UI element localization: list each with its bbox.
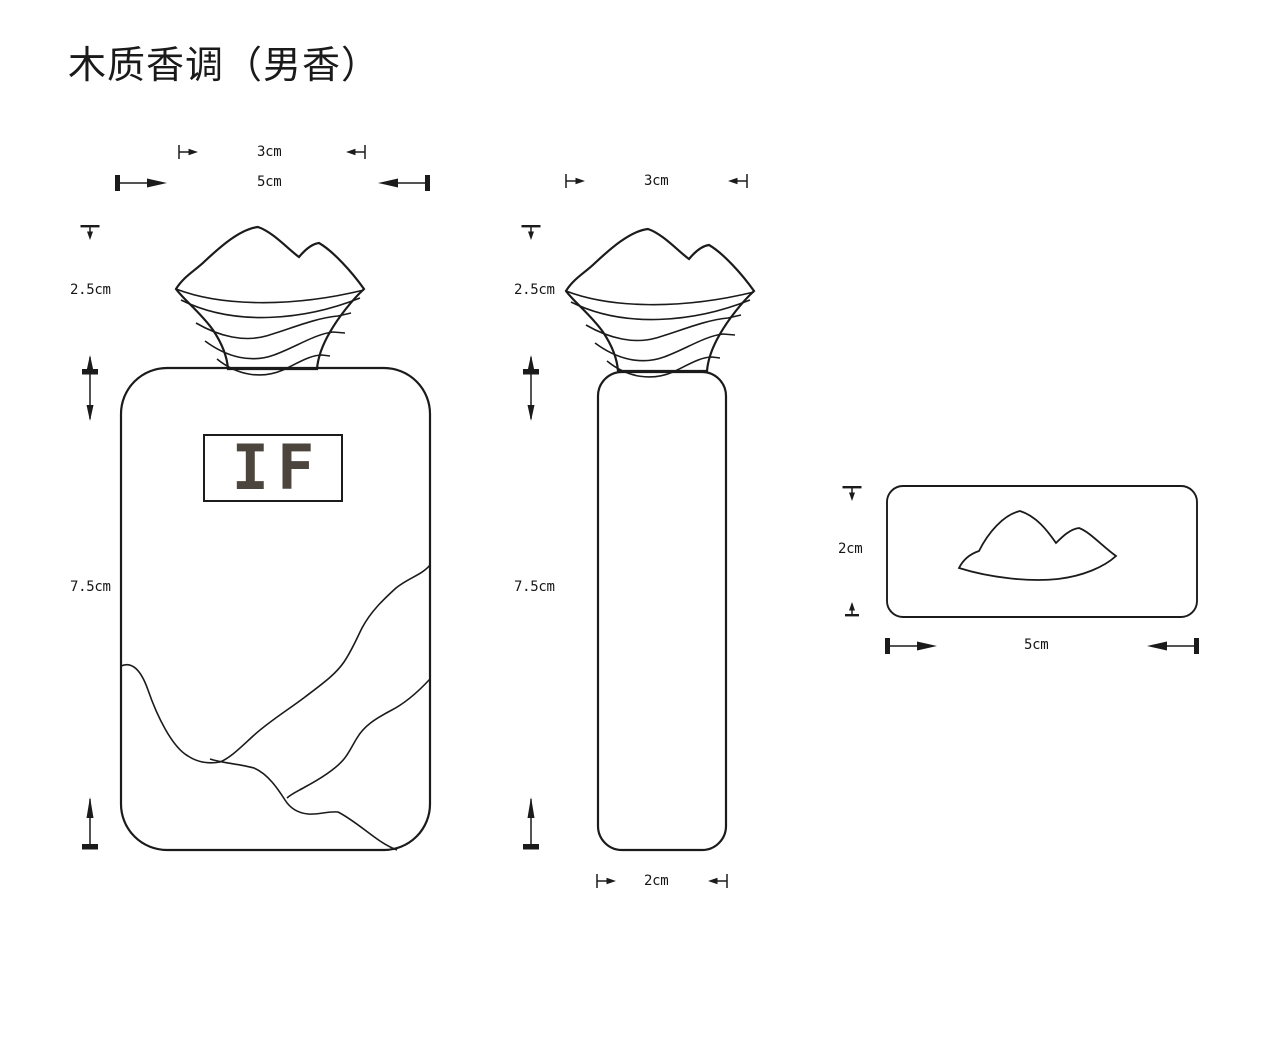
brand-label-text: IF (231, 431, 323, 504)
front-dim-height-markers (79, 224, 101, 851)
side-dim-cap-height-label: 2.5cm (514, 282, 555, 298)
side-dim-body-height-label: 7.5cm (514, 579, 555, 595)
front-bottle-mountain-pattern (120, 564, 431, 851)
top-dim-depth-label: 2cm (838, 541, 863, 557)
front-dim-body-height-label: 7.5cm (70, 579, 111, 595)
top-dim-width-label: 5cm (1024, 637, 1049, 653)
brand-label-plate: IF (203, 434, 343, 502)
front-dim-cap-height-label: 2.5cm (70, 282, 111, 298)
top-view-outline (886, 485, 1198, 618)
page-title: 木质香调（男香） (68, 43, 381, 87)
front-bottle-cap (174, 225, 366, 377)
front-dim-cap-width-label: 3cm (257, 144, 282, 160)
side-bottle-body (596, 370, 728, 852)
top-view-mountain-emblem (957, 510, 1118, 581)
side-dim-height-markers (520, 224, 542, 851)
front-dim-body-width-label: 5cm (257, 174, 282, 190)
side-dim-depth-label: 2cm (644, 873, 669, 889)
side-bottle-cap (564, 227, 756, 379)
side-dim-cap-width-label: 3cm (644, 173, 669, 189)
